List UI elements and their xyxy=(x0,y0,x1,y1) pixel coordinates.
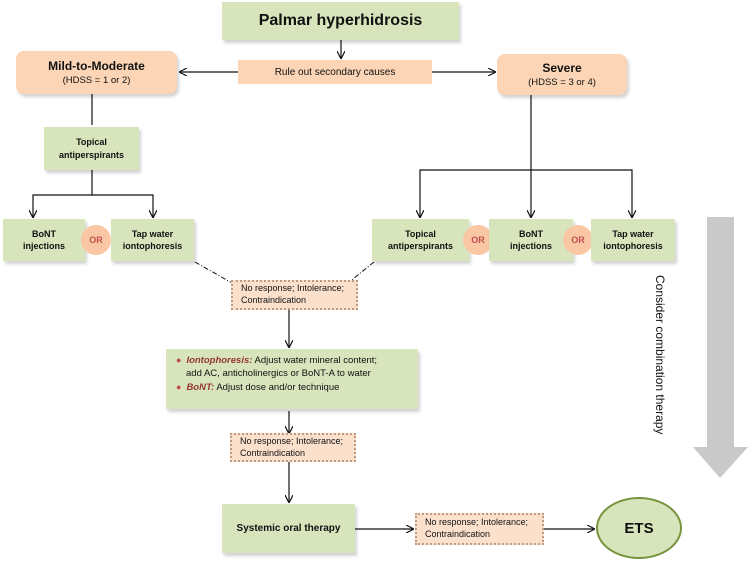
mild-bont-box: BoNT injections xyxy=(3,219,85,261)
combination-arrow xyxy=(693,217,748,478)
arrow-to-mild-bont xyxy=(33,170,93,217)
or-badge-severe-2: OR xyxy=(563,225,593,255)
no-response-box-2: No response; Intolerance; Contraindicati… xyxy=(230,433,356,462)
mild-bont-line-1: BoNT xyxy=(32,228,56,239)
mild-topical-line-2: antiperspirants xyxy=(58,149,125,160)
no-response-3-line-2: Contraindication xyxy=(425,529,491,539)
bullet-icon: ● xyxy=(176,355,182,365)
mild-box: Mild-to-Moderate (HDSS = 1 or 2) xyxy=(16,51,177,94)
title-text: Palmar hyperhidrosis xyxy=(258,12,423,29)
mild-tap-line-1: Tap water xyxy=(131,228,174,239)
no-response-2-line-2: Contraindication xyxy=(240,447,306,458)
ets-text: ETS xyxy=(624,519,654,537)
sev-bont-line-1: BoNT xyxy=(519,228,543,239)
or-badge-mild: OR xyxy=(81,225,111,255)
mild-topical-line-1: Topical xyxy=(76,137,107,148)
mild-sub: (HDSS = 1 or 2) xyxy=(62,75,131,86)
no-response-2-line-1: No response; Intolerance; xyxy=(240,435,344,446)
mild-tap-line-2: iontophoresis xyxy=(122,241,183,251)
severe-box: Severe (HDSS = 3 or 4) xyxy=(497,54,627,95)
ets-node: ETS xyxy=(596,497,682,559)
sev-bont-box: BoNT injections xyxy=(489,219,573,261)
systemic-box: Systemic oral therapy xyxy=(222,504,355,553)
no-response-3-line-1: No response; Intolerance; xyxy=(425,517,529,528)
sev-tap-box: Tap water iontophoresis xyxy=(591,219,675,261)
adjust-ionto-term: Iontophoresis: xyxy=(186,355,253,366)
or-label: OR xyxy=(89,235,103,245)
adjust-ionto-text-2: add AC, anticholinergics or BoNT-A to wa… xyxy=(186,368,371,380)
or-label: OR xyxy=(571,235,585,245)
arrow-to-sev-topical xyxy=(420,169,531,217)
severe-sub: (HDSS = 3 or 4) xyxy=(528,77,596,88)
dashdot-right xyxy=(347,261,375,284)
or-label: OR xyxy=(471,235,485,245)
sev-tap-line-2: iontophoresis xyxy=(603,241,663,251)
no-response-box-3: No response; Intolerance; Contraindicati… xyxy=(415,513,544,545)
rule-out-box: Rule out secondary causes xyxy=(238,60,432,84)
arrow-to-mild-tap xyxy=(92,194,153,217)
adjust-bont-line: ● BoNT: Adjust dose and/or technique xyxy=(176,381,410,394)
or-badge-severe-1: OR xyxy=(463,225,493,255)
sev-topical-box: Topical antiperspirants xyxy=(372,219,469,261)
severe-title: Severe xyxy=(542,61,582,75)
adjust-ionto-line: ● Iontophoresis: Adjust water mineral con… xyxy=(176,354,410,367)
bullet-icon: ● xyxy=(176,381,182,392)
adjust-ionto-text-1: Adjust water mineral content; xyxy=(252,355,378,366)
no-response-box-1: No response; Intolerance; Contraindicati… xyxy=(231,280,358,310)
dashdot-left xyxy=(194,261,233,284)
adjust-bont-text: Adjust dose and/or technique xyxy=(214,381,340,393)
systemic-text: Systemic oral therapy xyxy=(236,523,341,534)
title-box: Palmar hyperhidrosis xyxy=(222,2,459,40)
mild-title: Mild-to-Moderate xyxy=(48,59,145,73)
mild-tap-box: Tap water iontophoresis xyxy=(111,219,194,261)
arrow-to-sev-tap xyxy=(531,169,632,217)
no-response-1-line-1: No response; Intolerance; xyxy=(241,283,345,294)
sev-tap-line-1: Tap water xyxy=(612,228,654,239)
mild-topical-box: Topical antiperspirants xyxy=(44,127,139,170)
mild-bont-line-2: injections xyxy=(22,241,65,251)
sev-bont-line-2: injections xyxy=(509,241,552,251)
no-response-1-line-2: Contraindication xyxy=(241,295,307,305)
sev-topical-line-1: Topical xyxy=(405,228,436,239)
consider-combination-label: Consider combination therapy xyxy=(653,275,667,435)
adjust-bont-term: BoNT: xyxy=(186,381,215,393)
sev-topical-line-2: antiperspirants xyxy=(387,241,454,251)
adjust-box: ● Iontophoresis: Adjust water mineral con… xyxy=(166,349,418,409)
rule-out-text: Rule out secondary causes xyxy=(274,66,396,78)
